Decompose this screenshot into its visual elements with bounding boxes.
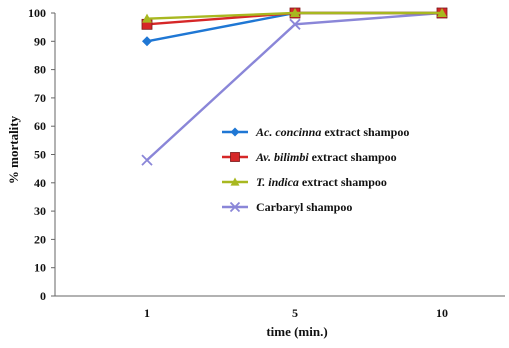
legend-label: T. indica extract shampoo	[256, 175, 387, 189]
series-marker-square	[230, 152, 240, 162]
series-3	[141, 7, 448, 166]
legend-label-italic: T. indica	[256, 175, 299, 189]
series-marker-diamond	[142, 36, 152, 47]
legend-item: Ac. concinna extract shampoo	[222, 125, 409, 139]
y-tick-label: 20	[34, 232, 46, 246]
series-marker-triangle	[290, 8, 300, 17]
y-axis-ticks: 0 10 20 30 40 50 60 70 80 90 100	[28, 6, 55, 303]
series-marker-diamond	[230, 127, 240, 137]
x-axis-title: time (min.)	[266, 324, 327, 339]
legend-item: Carbaryl shampoo	[222, 200, 352, 214]
y-tick-label: 70	[34, 91, 46, 105]
y-tick-label: 90	[34, 34, 46, 48]
series-marker-triangle	[230, 177, 240, 186]
series-marker-triangle	[142, 13, 152, 23]
y-tick-label: 100	[28, 6, 46, 20]
legend-label-rest: extract shampoo	[299, 175, 387, 189]
legend-item: Av. bilimbi extract shampoo	[222, 150, 397, 164]
y-tick-label: 10	[34, 261, 46, 275]
legend-label: Ac. concinna extract shampoo	[255, 125, 409, 139]
x-tick-label: 1	[144, 306, 150, 320]
legend-label: Av. bilimbi extract shampoo	[255, 150, 397, 164]
series-marker-x	[229, 201, 241, 213]
y-tick-label: 80	[34, 63, 46, 77]
legend-label-italic: Av. bilimbi	[255, 150, 309, 164]
legend-label: Carbaryl shampoo	[256, 200, 352, 214]
series-2	[142, 8, 447, 23]
y-tick-label: 60	[34, 119, 46, 133]
y-tick-label: 50	[34, 148, 46, 162]
legend-label-italic: Ac. concinna	[255, 125, 321, 139]
y-tick-label: 40	[34, 176, 46, 190]
y-tick-label: 0	[40, 289, 46, 303]
series-layer	[141, 7, 448, 166]
y-tick-label: 30	[34, 204, 46, 218]
x-tick-label: 10	[436, 306, 448, 320]
x-tick-label: 5	[292, 306, 298, 320]
legend-label-rest: Carbaryl shampoo	[256, 200, 352, 214]
series-marker-triangle	[437, 8, 447, 17]
legend-label-rest: extract shampoo	[309, 150, 397, 164]
series-marker-x	[289, 18, 301, 30]
y-axis-title: % mortality	[6, 115, 21, 184]
legend-item: T. indica extract shampoo	[222, 175, 387, 189]
legend-label-rest: extract shampoo	[321, 125, 409, 139]
series-marker-x	[141, 154, 153, 166]
